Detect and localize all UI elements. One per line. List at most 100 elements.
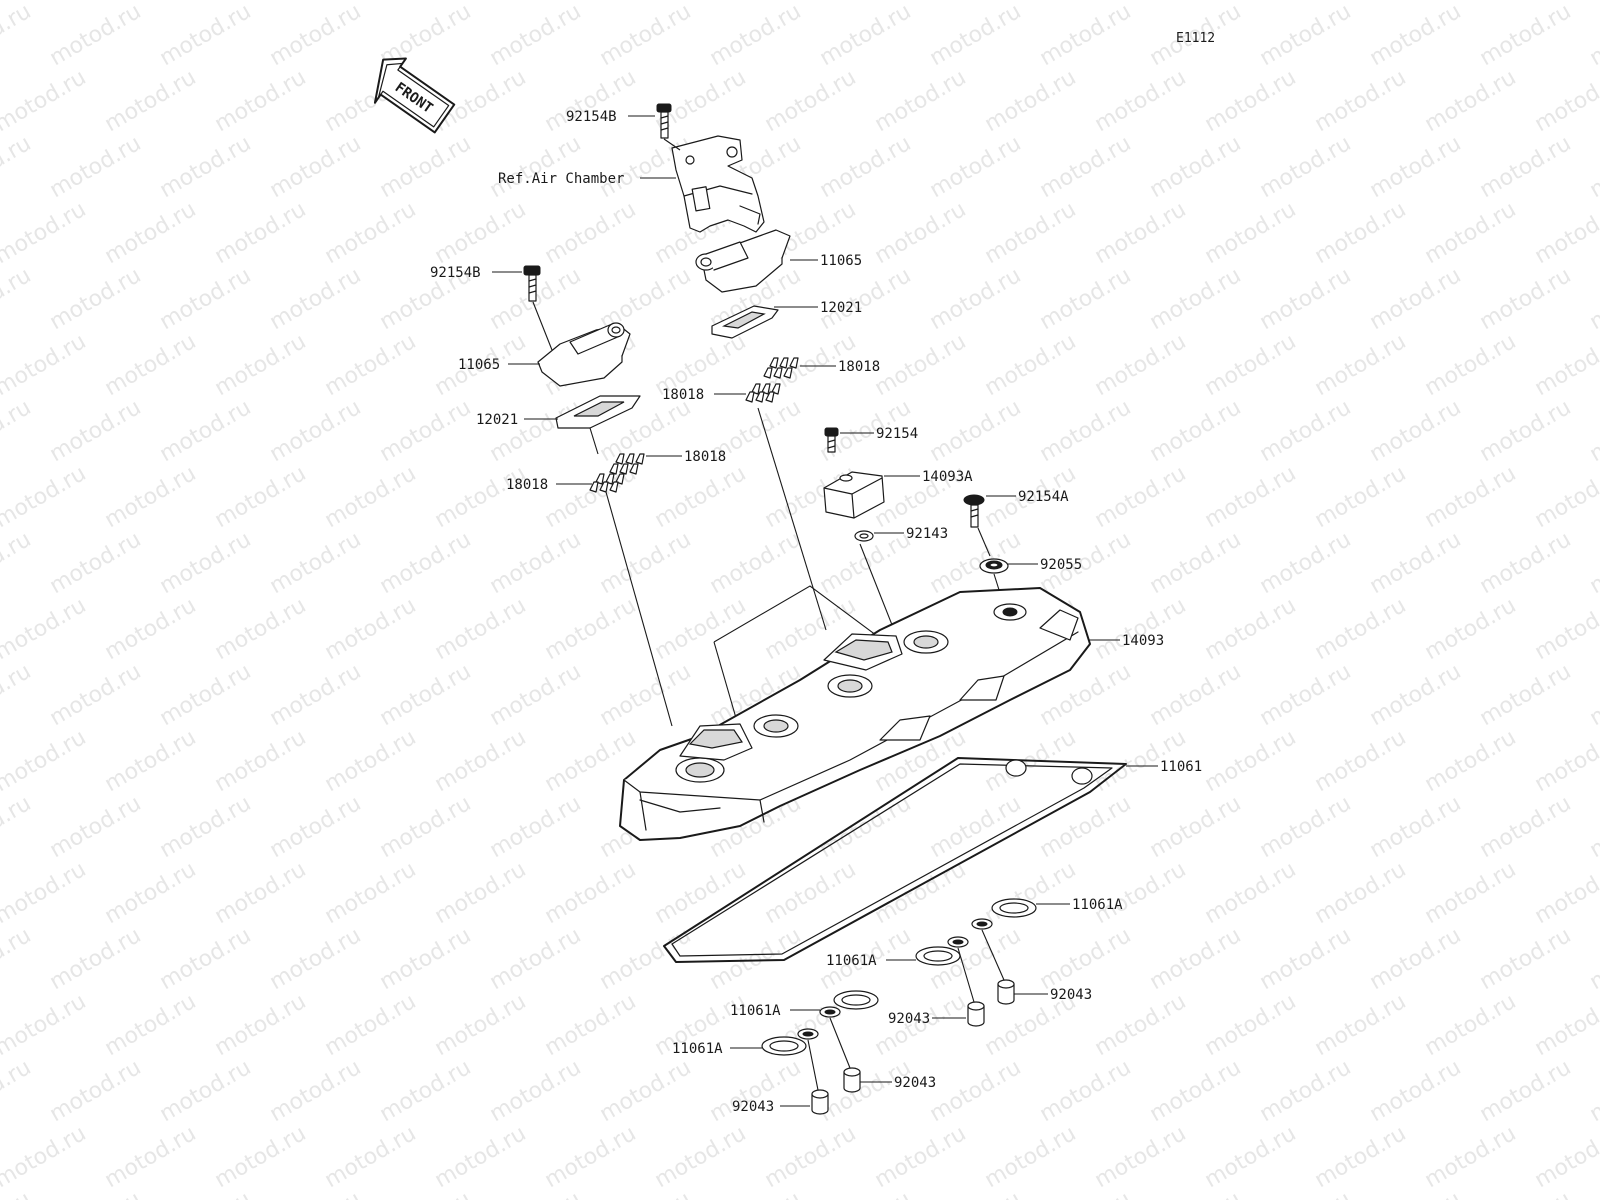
watermark-text: motod.ru [1531,1121,1600,1193]
watermark-text: motod.ru [321,857,421,929]
watermark-text: motod.ru [1036,791,1136,863]
air-chamber-bracket [671,135,765,233]
watermark-text: motod.ru [1091,65,1191,137]
bolt-92154b-left [523,265,541,302]
watermark-text: motod.ru [1311,65,1411,137]
watermark-text: motod.ru [541,593,641,665]
watermark-text: motod.ru [266,1055,366,1127]
watermark-text: motod.ru [0,461,90,533]
bolt-92154b-top [656,103,672,139]
watermark-text: motod.ru [1531,329,1600,401]
watermark-text: motod.ru [1586,659,1600,731]
watermark-text: motod.ru [0,131,35,203]
label-92154b-left: 92154B [430,265,481,281]
label-92154a: 92154A [1018,489,1069,505]
watermark-text: motod.ru [1311,0,1411,5]
watermark-text: motod.ru [156,395,256,467]
watermark-text: motod.ru [1091,329,1191,401]
label-92143: 92143 [906,526,948,542]
watermark-text: motod.ru [1256,263,1356,335]
watermark-text: motod.ru [1586,527,1600,599]
label-14093: 14093 [1122,633,1164,649]
watermark-text: motod.ru [211,461,311,533]
watermark-text: motod.ru [1091,1121,1191,1193]
watermark-text: motod.ru [926,395,1026,467]
watermark-text: motod.ru [431,989,531,1061]
watermark-text: motod.ru [431,461,531,533]
watermark-text: motod.ru [1476,263,1576,335]
dowel-92043-1 [997,979,1015,1005]
gasket-12021-left [555,395,641,429]
watermark-text: motod.ru [1036,1187,1136,1200]
watermark-text: motod.ru [1201,461,1301,533]
watermark-text: motod.ru [1036,0,1136,71]
watermark-text: motod.ru [1476,923,1576,995]
watermark-text: motod.ru [1531,461,1600,533]
watermark-text: motod.ru [761,0,861,5]
watermark-text: motod.ru [1476,1055,1576,1127]
watermark-text: motod.ru [156,659,256,731]
watermark-text: motod.ru [1091,593,1191,665]
watermark-text: motod.ru [1201,725,1301,797]
watermark-text: motod.ru [816,131,916,203]
watermark-text: motod.ru [1366,659,1466,731]
watermark-text: motod.ru [1256,0,1356,71]
watermark-text: motod.ru [1201,1121,1301,1193]
watermark-text: motod.ru [1201,197,1301,269]
watermark-text: motod.ru [266,1187,366,1200]
clips-18018-left-upper [609,453,645,475]
watermark-text: motod.ru [871,857,971,929]
diagram-code: E1112 [1176,31,1215,46]
watermark-text: motod.ru [1146,263,1246,335]
watermark-text: motod.ru [1311,197,1411,269]
watermark-text: motod.ru [266,395,366,467]
label-18018-left-lower: 18018 [506,477,548,493]
watermark-text: motod.ru [156,131,256,203]
watermark-text: motod.ru [431,725,531,797]
watermark-text: motod.ru [651,1121,751,1193]
watermark-text: motod.ru [1256,131,1356,203]
watermark-text: motod.ru [1201,857,1301,929]
cylinder-head-cover-14093 [619,587,1091,841]
watermark-text: motod.ru [871,197,971,269]
watermark-text: motod.ru [1091,461,1191,533]
watermark-text: motod.ru [1091,857,1191,929]
label-11065-left: 11065 [458,357,500,373]
label-92154-mid: 92154 [876,426,918,442]
watermark-text: motod.ru [266,791,366,863]
watermark-text: motod.ru [211,0,311,5]
watermark-text: motod.ru [981,197,1081,269]
label-ref-air-chamber: Ref.Air Chamber [498,171,624,187]
watermark-text: motod.ru [1256,527,1356,599]
label-14093a: 14093A [922,469,973,485]
watermark-text: motod.ru [431,1121,531,1193]
watermark-text: motod.ru [541,65,641,137]
watermark-text: motod.ru [1146,1055,1246,1127]
dowel-92043-4 [811,1089,829,1115]
watermark-text: motod.ru [0,1121,90,1193]
watermark-text: motod.ru [101,461,201,533]
watermark-text: motod.ru [156,1187,256,1200]
dowel-92043-3 [843,1067,861,1093]
watermark-text: motod.ru [101,725,201,797]
watermark-text: motod.ru [0,857,90,929]
label-92043-2: 92043 [888,1011,930,1027]
watermark-text: motod.ru [376,659,476,731]
watermark-text: motod.ru [0,659,35,731]
watermark-text: motod.ru [211,197,311,269]
watermark-text: motod.ru [1421,65,1521,137]
watermark-text: motod.ru [1476,527,1576,599]
watermark-text: motod.ru [0,263,35,335]
watermark-text: motod.ru [321,461,421,533]
watermark-text: motod.ru [816,1187,916,1200]
watermark-text: motod.ru [0,329,90,401]
watermark-text: motod.ru [596,1187,696,1200]
watermark-text: motod.ru [1476,659,1576,731]
watermark-text: motod.ru [486,131,586,203]
watermark-text: motod.ru [706,527,806,599]
label-12021-left: 12021 [476,412,518,428]
watermark-text: motod.ru [431,0,531,5]
watermark-text: motod.ru [981,1121,1081,1193]
watermark-text: motod.ru [1311,857,1411,929]
